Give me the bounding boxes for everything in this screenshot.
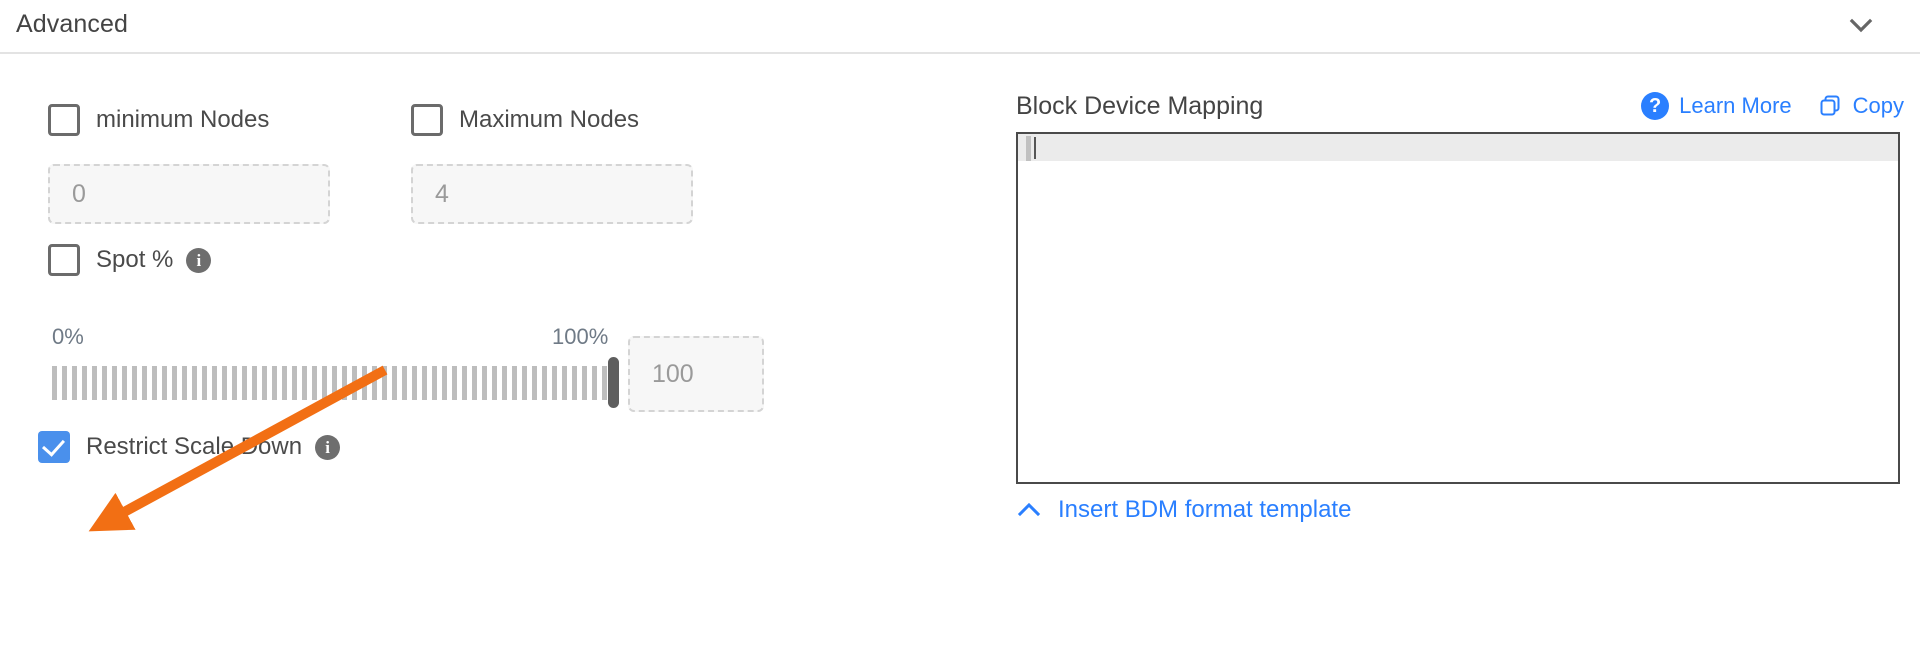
minimum-nodes-input[interactable]: 0 xyxy=(48,164,330,224)
editor-caret xyxy=(1034,137,1036,159)
advanced-left-column: minimum Nodes Maximum Nodes 0 4 Spot % i… xyxy=(0,54,1000,656)
slider-thumb[interactable] xyxy=(608,357,619,408)
minimum-nodes-label: minimum Nodes xyxy=(96,106,270,133)
insert-bdm-format-template-link[interactable]: Insert BDM format template xyxy=(1016,496,1351,524)
spot-percent-row: Spot % i xyxy=(48,244,212,276)
block-device-mapping-editor[interactable] xyxy=(1016,132,1900,484)
minimum-nodes-row: minimum Nodes xyxy=(48,104,269,136)
slider-min-label: 0% xyxy=(52,324,84,349)
copy-button[interactable]: Copy xyxy=(1818,93,1904,119)
minimum-nodes-checkbox[interactable] xyxy=(48,104,80,136)
maximum-nodes-input[interactable]: 4 xyxy=(411,164,693,224)
restrict-scale-down-row: Restrict Scale Down i xyxy=(38,431,341,463)
question-mark-circle-icon: ? xyxy=(1641,92,1670,120)
restrict-scale-down-checkbox[interactable] xyxy=(38,431,70,463)
learn-more-label: Learn More xyxy=(1679,93,1792,118)
info-icon[interactable]: i xyxy=(315,434,341,460)
chevron-up-icon xyxy=(1016,497,1042,523)
spot-percent-value-input[interactable]: 100 xyxy=(628,336,764,412)
maximum-nodes-checkbox[interactable] xyxy=(411,104,443,136)
restrict-scale-down-label: Restrict Scale Down xyxy=(86,433,303,460)
page-title: Advanced xyxy=(16,10,128,38)
block-device-mapping-panel: Block Device Mapping ? Learn More Copy xyxy=(1000,54,1920,656)
editor-active-line xyxy=(1018,134,1898,161)
advanced-section-header[interactable]: Advanced xyxy=(0,0,1920,54)
learn-more-link[interactable]: ? Learn More xyxy=(1641,92,1792,120)
copy-icon xyxy=(1818,94,1843,119)
panel-actions: ? Learn More Copy xyxy=(1641,92,1904,120)
maximum-nodes-label: Maximum Nodes xyxy=(459,106,640,133)
spot-percent-label: Spot % xyxy=(96,246,174,273)
spot-percent-checkbox[interactable] xyxy=(48,244,80,276)
insert-bdm-format-template-label: Insert BDM format template xyxy=(1058,496,1352,523)
info-icon[interactable]: i xyxy=(186,247,212,273)
slider-track[interactable] xyxy=(52,366,614,400)
spot-percent-slider[interactable]: 0% 100% xyxy=(52,324,632,414)
chevron-down-icon[interactable] xyxy=(1844,8,1878,42)
copy-label: Copy xyxy=(1852,93,1904,118)
editor-gutter-mark xyxy=(1026,136,1031,161)
maximum-nodes-row: Maximum Nodes xyxy=(411,104,639,136)
block-device-mapping-title: Block Device Mapping xyxy=(1016,92,1264,120)
slider-max-label: 100% xyxy=(552,324,609,349)
